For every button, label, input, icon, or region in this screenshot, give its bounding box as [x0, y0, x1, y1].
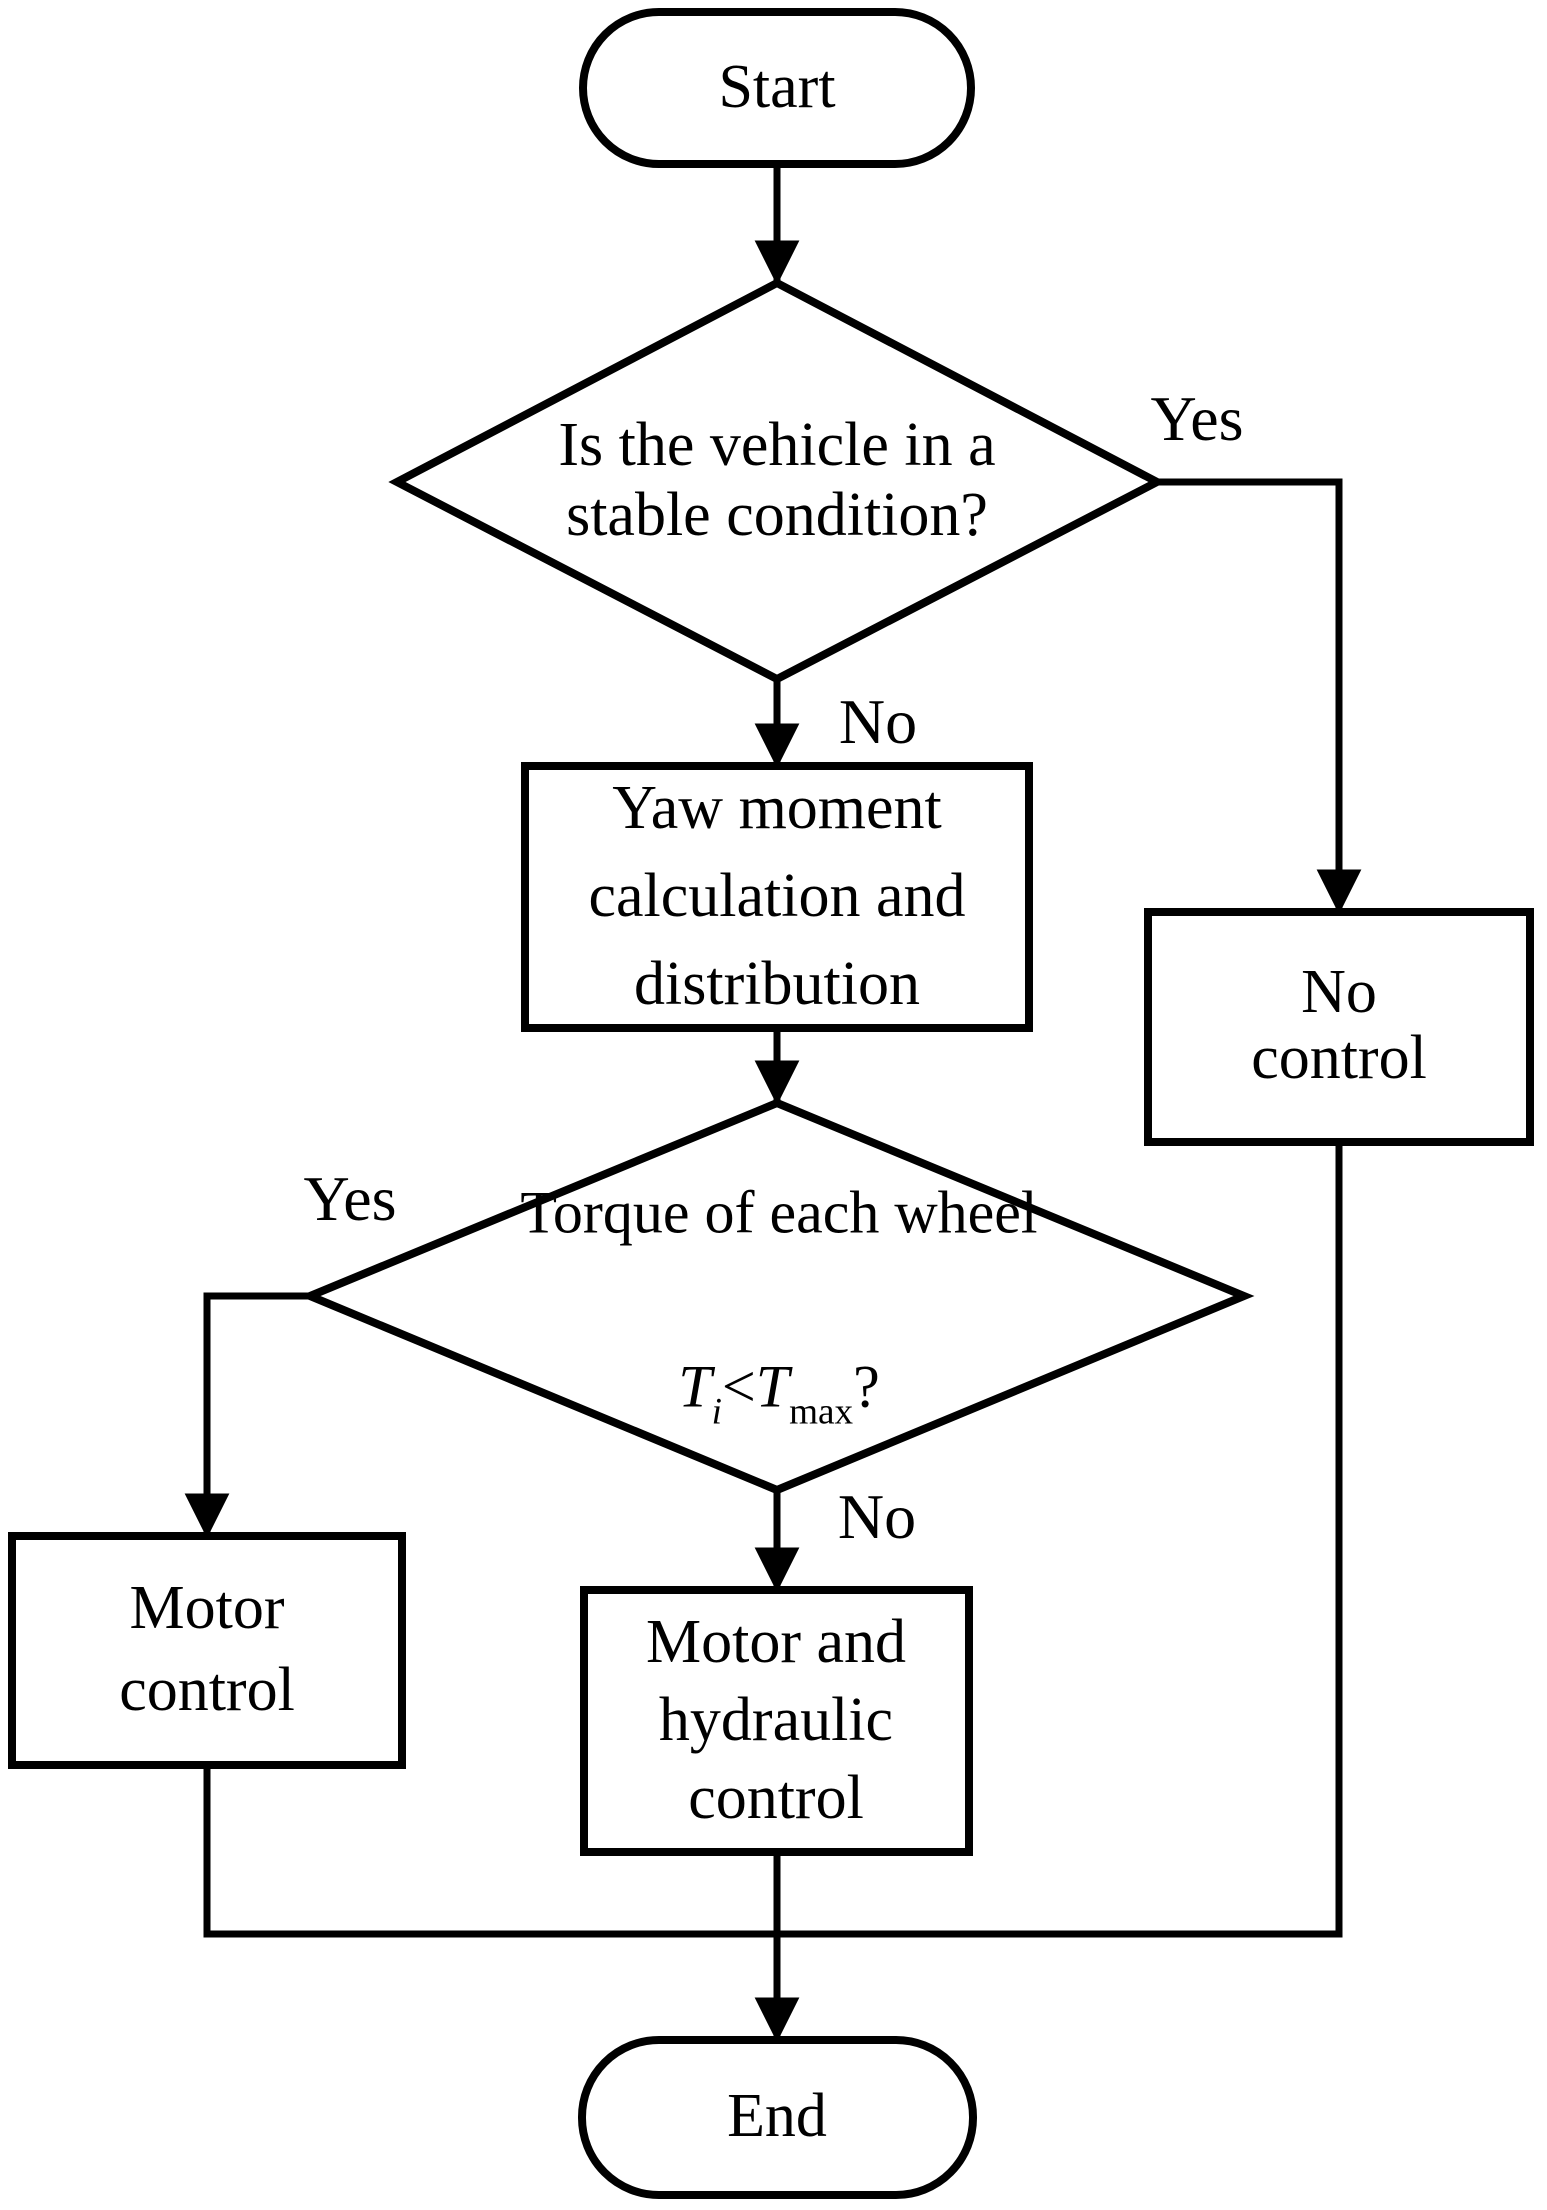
formula-operator: <	[721, 1353, 756, 1420]
edge-torque-yes-to-motor-control	[184, 1292, 310, 1539]
formula-suffix: ?	[853, 1353, 880, 1420]
start-node-label: Start	[718, 53, 836, 121]
stable-decision-label: Is the vehicle in a stable condition?	[558, 411, 996, 549]
torque-decision-shape	[299, 1098, 1255, 1495]
no-control-label: No control	[1251, 958, 1427, 1092]
stable-decision-shape	[388, 278, 1166, 684]
torque-no-edge-label: No	[837, 1481, 917, 1552]
motor-hydraulic-shape	[580, 1586, 973, 1856]
start-node-shape	[579, 8, 975, 168]
no-control-shape	[1144, 908, 1534, 1146]
edge-stable-yes-to-no-control	[1157, 478, 1362, 915]
stable-no-edge-label: No	[838, 686, 918, 757]
formula-sub2: max	[789, 1391, 854, 1433]
formula-sub1: i	[711, 1391, 722, 1433]
yaw-moment-label: Yaw moment calculation and distribution	[588, 774, 966, 1018]
motor-control-shape	[8, 1532, 406, 1769]
end-node-label: End	[727, 2082, 827, 2150]
yaw-moment-shape	[521, 762, 1033, 1032]
motor-control-label: Motor control	[119, 1574, 295, 1724]
end-node-shape	[578, 2036, 977, 2199]
stable-yes-edge-label: Yes	[1150, 383, 1244, 454]
torque-decision-label-line1: Torque of each wheel	[520, 1179, 1038, 1246]
torque-decision-formula: Ti<Tmax?	[520, 1344, 1037, 1431]
torque-decision-label: Torque of each wheel Ti<Tmax?	[520, 1083, 1037, 1518]
formula-var1: T	[678, 1353, 712, 1420]
formula-var2: T	[755, 1353, 790, 1420]
torque-yes-edge-label: Yes	[303, 1163, 397, 1234]
motor-hydraulic-label: Motor and hydraulic control	[645, 1608, 907, 1832]
edge-motor-control-to-junction	[203, 1142, 1343, 1938]
